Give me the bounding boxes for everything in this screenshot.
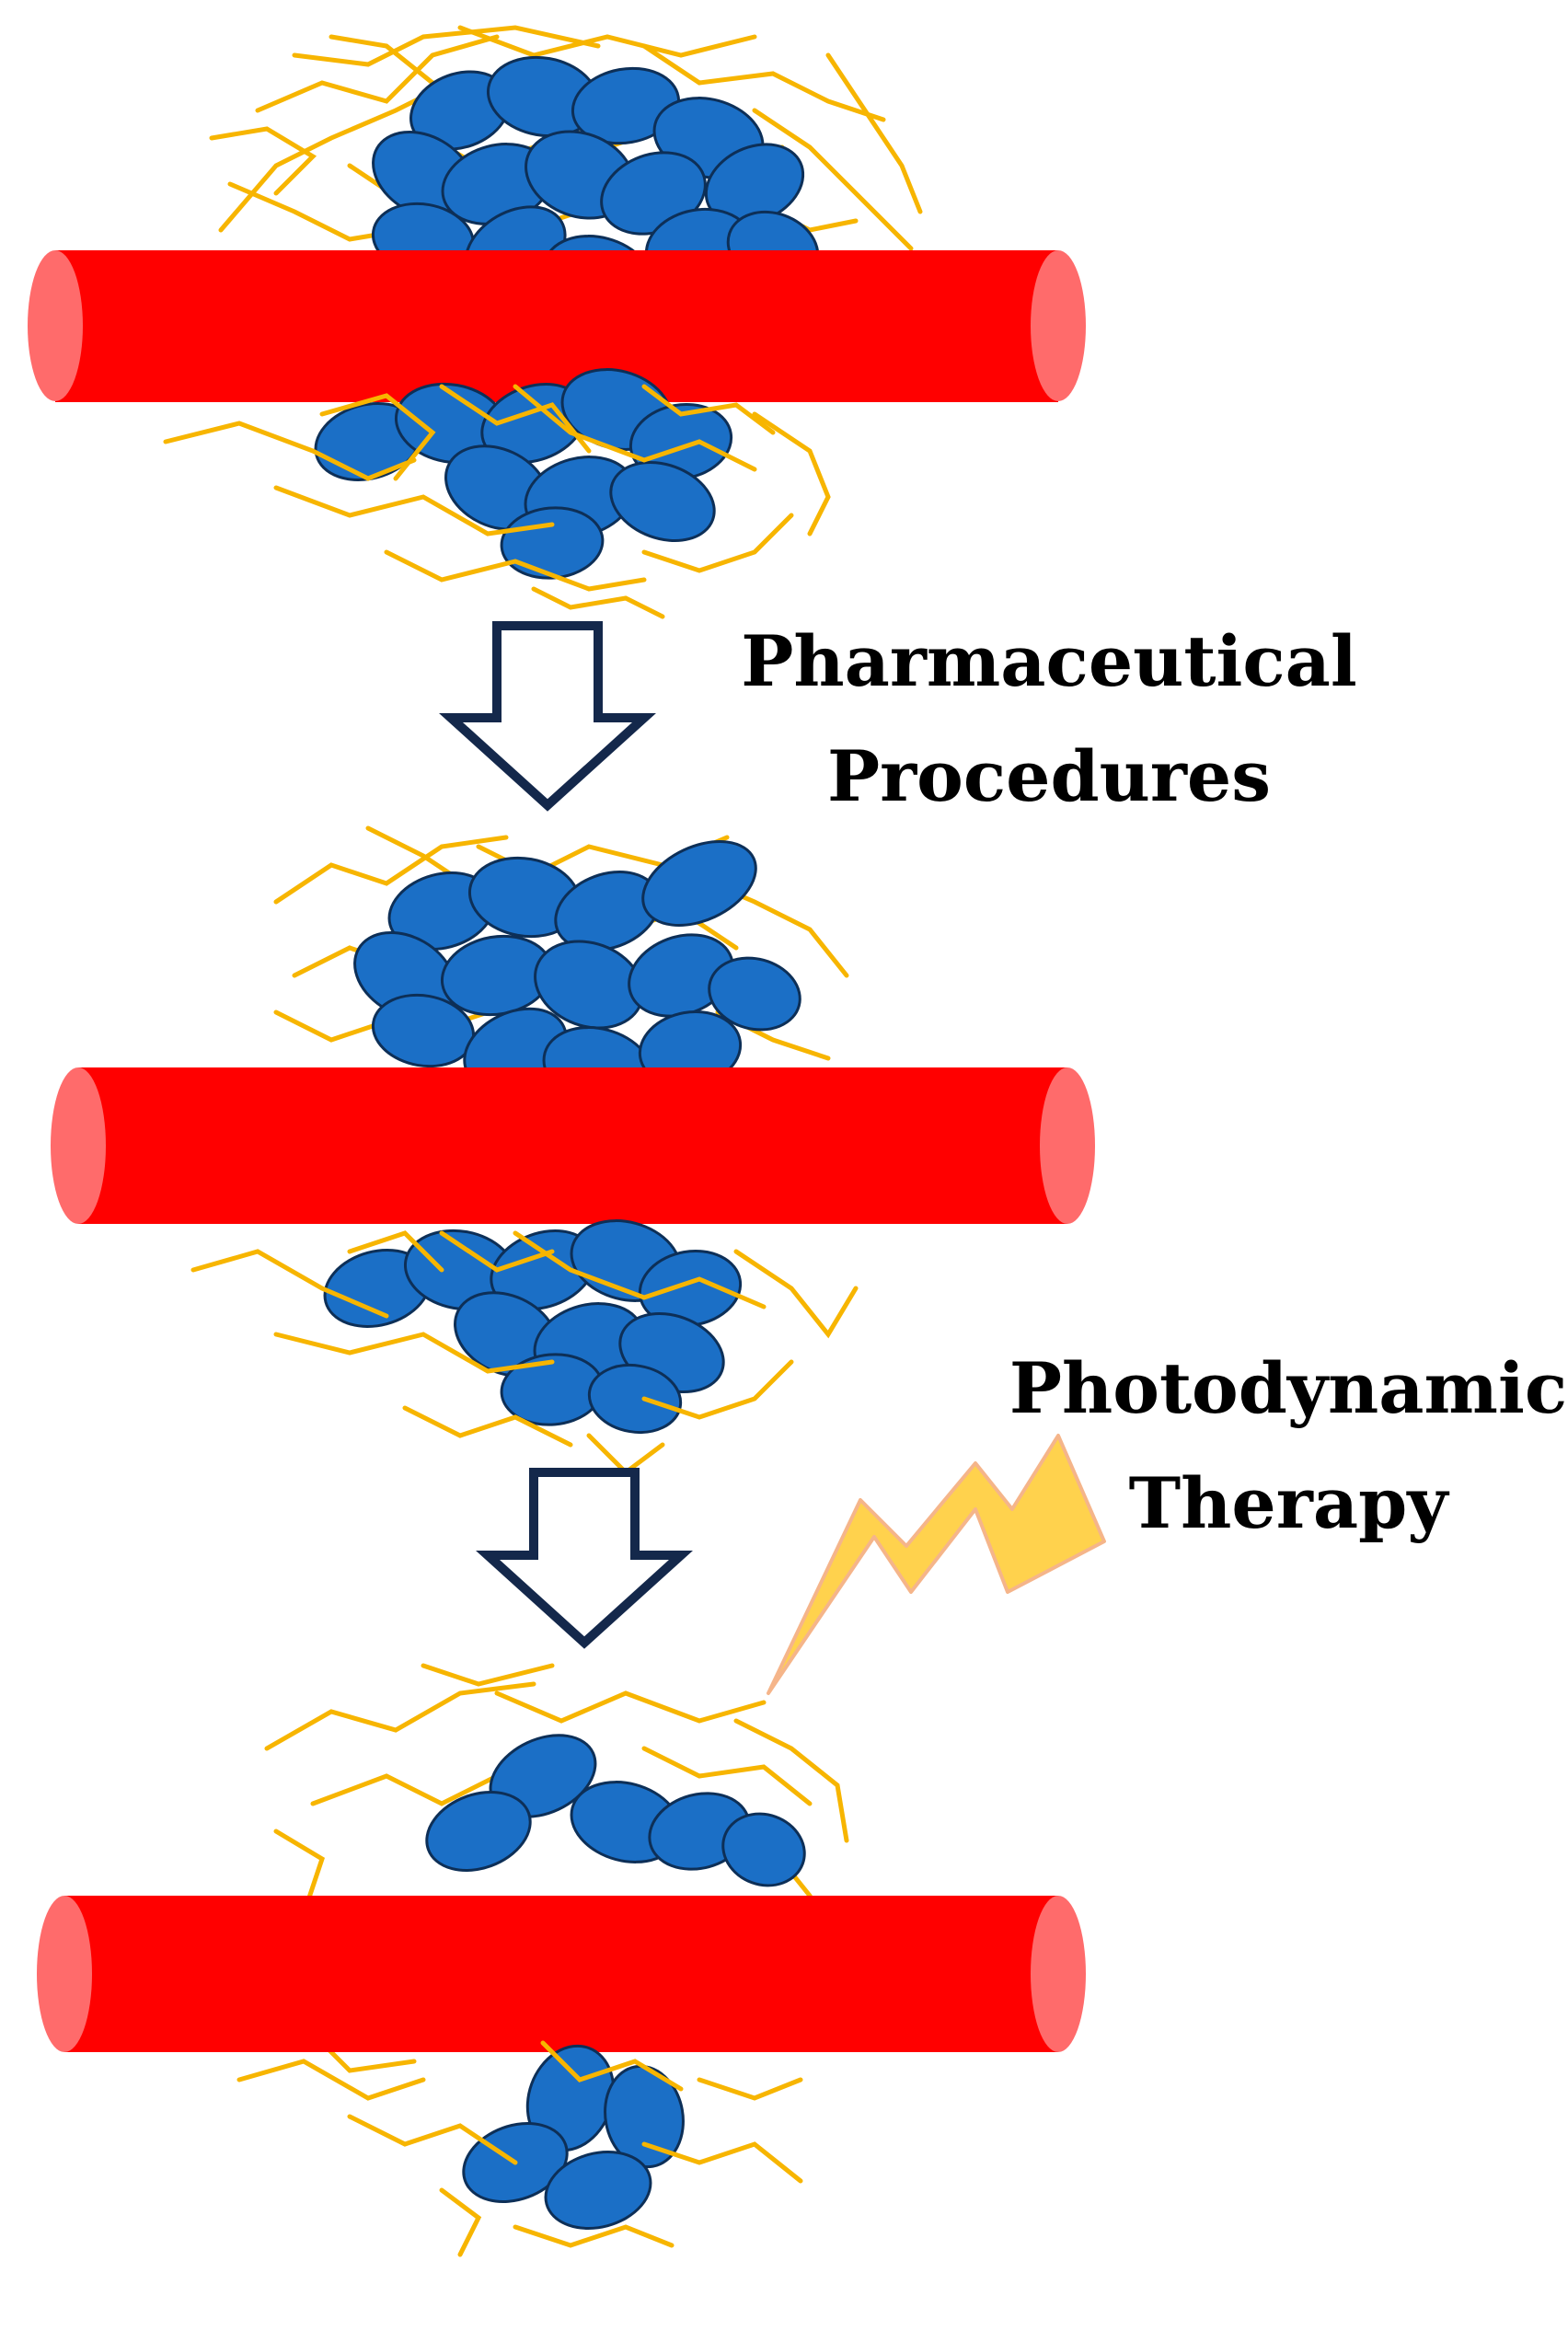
label-pharmaceutical: Pharmaceutical bbox=[741, 620, 1357, 702]
stage-3-tumor bbox=[37, 1663, 1086, 2257]
blood-vessel-3 bbox=[37, 1896, 1086, 2052]
lightning-bolt-icon bbox=[767, 1434, 1106, 1695]
fiber-matrix-bottom bbox=[163, 384, 831, 619]
stage-2-tumor bbox=[51, 825, 1095, 1476]
tumor-cells-top bbox=[425, 1734, 806, 1887]
stage-1-tumor bbox=[28, 25, 1086, 619]
fiber-matrix-bottom bbox=[190, 1230, 859, 1476]
label-procedures: Procedures bbox=[827, 735, 1271, 817]
down-arrow-icon bbox=[439, 621, 656, 812]
down-arrow-icon bbox=[476, 1468, 693, 1649]
tumor-cells-bottom bbox=[462, 2044, 685, 2230]
fiber-matrix-bottom bbox=[236, 2040, 803, 2257]
label-therapy: Therapy bbox=[1129, 1462, 1450, 1544]
blood-vessel-1 bbox=[28, 250, 1086, 402]
label-photodynamic: Photodynamic bbox=[1009, 1347, 1567, 1429]
blood-vessel-2 bbox=[51, 1067, 1095, 1224]
